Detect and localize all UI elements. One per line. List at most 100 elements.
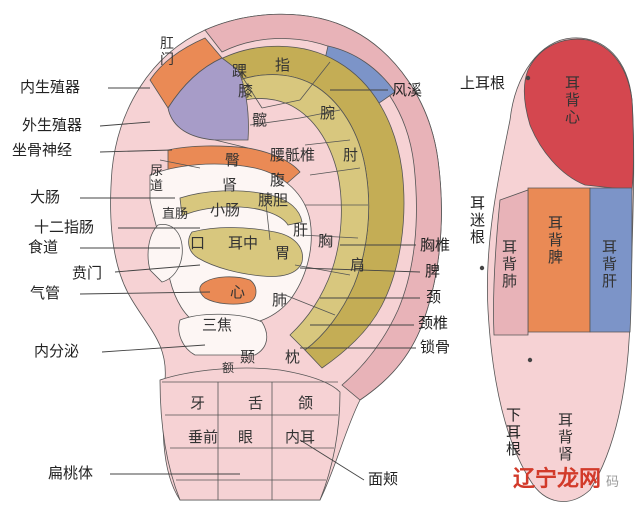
zone-earlobe [159,367,341,501]
leader-sciatic [99,149,173,153]
label-toe: 指 [275,56,290,74]
zone-sanjiao [178,313,268,356]
label-lower-root: 下耳根 [506,406,521,458]
front-divider-4 [299,109,341,119]
back-root-dot-1 [479,265,485,271]
leader-cheek [299,439,365,481]
label-shoulder: 肩 [350,256,365,274]
label-wind-stream: 风溪 [392,81,422,99]
label-abdomen: 腹 [270,171,285,189]
label-temple: 颞 [240,348,255,366]
front-divider-2 [299,61,331,101]
watermark-text: 辽宁龙网 [513,466,601,492]
label-chest: 胸 [318,232,333,250]
front-divider-6 [309,167,361,176]
label-lung: 肺 [272,291,287,309]
label-occiput: 枕 [285,348,300,366]
label-wrist: 腕 [320,104,335,122]
label-large-intestine: 大肠 [30,188,60,206]
label-esophagus: 食道 [28,238,58,256]
label-endocrine: 内分泌 [34,342,79,360]
label-knee: 膝 [238,82,253,100]
front-divider-13 [214,139,249,149]
label-tonsil: 扁桃体 [48,464,93,482]
label-liver: 肝 [293,221,308,239]
front-divider-1 [261,99,301,109]
back-ear [487,37,635,502]
zone-inner-genital [167,57,249,141]
label-heart: 心 [230,283,245,301]
label-jaw: 颌 [298,394,313,412]
back-root-dot-2 [527,357,533,363]
label-tongue: 舌 [248,394,263,412]
leader-spleen [299,267,421,273]
label-small-intestine: 小肠 [210,201,240,219]
zone-ear-center [188,227,303,277]
label-back-liver: 耳背肝 [602,238,617,290]
label-mouth: 口 [190,234,205,252]
label-neck: 颈 [426,288,441,306]
zone-heart [199,276,257,305]
zone-small-intestine [179,190,303,226]
label-back-lung: 耳背肺 [502,238,517,290]
label-forehead: 额 [222,361,234,375]
label-kidney: 肾 [222,176,237,194]
label-eye: 眼 [238,428,253,446]
leader-cardia [114,264,201,273]
front-divider-11 [264,194,271,241]
label-lumbosacral: 腰骶椎 [270,146,315,164]
front-divider-0 [237,69,263,109]
label-rectum: 直肠 [162,207,188,222]
label-back-spleen: 耳背脾 [548,214,563,266]
front-divider-12 [159,159,201,169]
front-divider-10 [284,294,336,316]
label-elbow: 肘 [343,146,358,164]
label-clavicle: 锁骨 [420,338,450,356]
leader-outer-genital [99,121,151,127]
watermark: 辽宁龙网 码 [513,466,619,492]
label-trachea: 气管 [30,284,60,302]
label-teeth: 牙 [190,394,205,412]
front-divider-9 [294,264,351,276]
label-inner-ear: 内耳 [285,428,315,446]
label-ear-center: 耳中 [228,234,258,252]
label-anus: 肛门 [160,36,174,68]
label-duodenum: 十二指肠 [34,218,94,236]
label-urethra: 尿道 [150,164,163,194]
label-ankle: 踝 [232,62,247,80]
label-spleen: 脾 [425,262,440,280]
label-thoracic-vertebra: 胸椎 [420,236,450,254]
label-back-heart: 耳背心 [565,74,580,126]
label-upper-root: 上耳根 [460,74,505,92]
label-cheek: 面颊 [368,470,398,488]
zone-back-heart [524,38,634,191]
label-hip: 髋 [252,111,267,129]
label-sciatic: 坐骨神经 [12,141,72,159]
leader-lines [79,87,421,481]
leader-trachea [79,291,211,295]
zone-lumbosacral [219,74,370,351]
label-cervical-vertebra: 颈椎 [418,314,448,332]
zone-back-lung-side [493,189,529,336]
front-divider-5 [304,139,351,146]
watermark-suffix: 码 [606,475,619,490]
front-divider-8 [299,234,359,239]
zone-back-liver [589,187,633,333]
label-buttock: 臀 [225,151,240,169]
label-cardia: 贲门 [72,264,102,282]
front-divider-3 [249,117,301,126]
front-ear [110,13,442,501]
label-pancreas-gb: 胰胆 [258,191,288,209]
label-back-kidney: 耳背肾 [558,411,573,463]
label-anterior-lobe: 垂前 [188,428,218,446]
label-stomach: 胃 [275,244,290,262]
label-inner-genital: 内生殖器 [20,78,80,96]
label-vagus-root: 耳迷根 [470,194,485,246]
label-outer-genital: 外生殖器 [22,116,82,134]
earlobe-grid [162,381,338,500]
front-dividers [159,61,368,316]
leader-endocrine [101,344,206,353]
label-sanjiao: 三焦 [202,316,232,334]
